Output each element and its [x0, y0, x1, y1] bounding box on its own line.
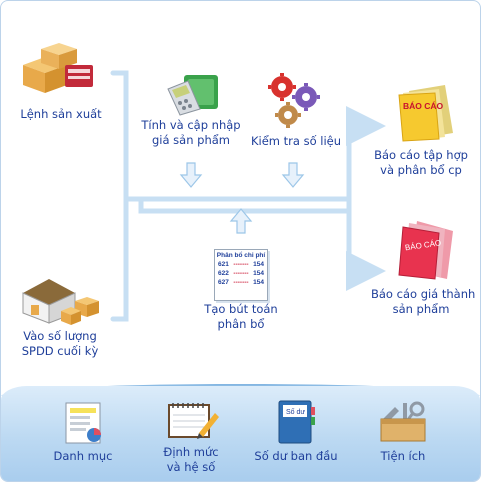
toolbox-icon	[380, 401, 426, 442]
node-production-order[interactable]: Lệnh sản xuất	[11, 37, 111, 127]
node-update-price[interactable]: Tính và cập nhập giá sản phẩm	[141, 71, 241, 151]
label-allocation-entry-1: Tạo bút toán	[204, 302, 278, 316]
alloc-row3-from: 627	[218, 279, 229, 286]
label-aggregate-report-1: Báo cáo tập hợp	[374, 148, 468, 162]
flow-connectors	[110, 70, 386, 322]
left-bracket	[110, 70, 129, 322]
label-norms-2: và hệ số	[166, 460, 216, 474]
label-wip-entry-2: SPDD cuối kỳ	[21, 344, 99, 358]
label-utilities: Tiện ích	[380, 449, 426, 463]
toolbar-utilities-button[interactable]: Tiện ích	[363, 399, 443, 464]
label-update-price-1: Tính và cập nhập	[141, 118, 241, 132]
catalog-icon	[65, 402, 101, 444]
label-cost-report-1: Báo cáo giá thành	[371, 287, 476, 301]
arrow-up-allocation	[229, 208, 253, 234]
warehouse-icon	[22, 279, 99, 325]
label-norms-1: Định mức	[163, 445, 219, 459]
report-yellow-icon: BÁO CÁO	[398, 85, 453, 142]
node-allocation-entry[interactable]: Phân bổ chi phí 621-------154 622-------…	[191, 249, 291, 339]
report-red-icon: BÁO CÁO	[398, 221, 453, 280]
label-check-data: Kiểm tra số liệu	[250, 134, 342, 148]
node-wip-entry[interactable]: Vào số lượng SPDD cuối kỳ	[7, 271, 113, 363]
arrow-down-price	[179, 162, 203, 188]
report-yellow-tag: BÁO CÁO	[403, 101, 444, 111]
label-wip-entry-1: Vào số lượng	[23, 329, 97, 343]
alloc-row2-to: 154	[253, 270, 264, 277]
label-aggregate-report-2: và phân bổ cp	[380, 163, 462, 177]
alloc-row3-to: 154	[253, 279, 264, 286]
allocation-card-icon: Phân bổ chi phí 621-------154 622-------…	[214, 249, 268, 301]
label-opening-balance: Số dư ban đầu	[254, 449, 338, 463]
boxes-icon	[23, 43, 93, 93]
node-cost-report[interactable]: BÁO CÁO Báo cáo giá thành sản phẩm	[371, 217, 476, 317]
node-aggregate-report[interactable]: BÁO CÁO Báo cáo tập hợp và phân bổ cp	[371, 81, 471, 181]
label-allocation-entry-2: phân bổ	[217, 317, 265, 331]
balance-book-icon: Số dư	[278, 400, 315, 444]
alloc-row2-from: 622	[218, 270, 229, 277]
notebook-icon	[168, 403, 219, 439]
alloc-row1-from: 621	[218, 261, 229, 268]
toolbar-norms-button[interactable]: Định mức và hệ số	[146, 399, 236, 475]
toolbar-opening-balance-button[interactable]: Số dư Số dư ban đầu	[251, 399, 341, 464]
gears-icon	[268, 73, 320, 128]
node-check-data[interactable]: Kiểm tra số liệu	[246, 71, 346, 151]
arrow-down-check	[281, 162, 305, 188]
calculator-folder-icon	[167, 75, 218, 116]
allocation-card-title: Phân bổ chi phí	[216, 252, 266, 259]
label-cost-report-2: sản phẩm	[392, 302, 450, 316]
label-catalog: Danh mục	[53, 449, 113, 463]
label-production-order: Lệnh sản xuất	[20, 107, 102, 121]
alloc-row1-to: 154	[253, 261, 264, 268]
toolbar-catalog-button[interactable]: Danh mục	[43, 399, 123, 464]
label-update-price-2: giá sản phẩm	[151, 133, 231, 147]
balance-book-tag: Số dư	[286, 407, 305, 416]
